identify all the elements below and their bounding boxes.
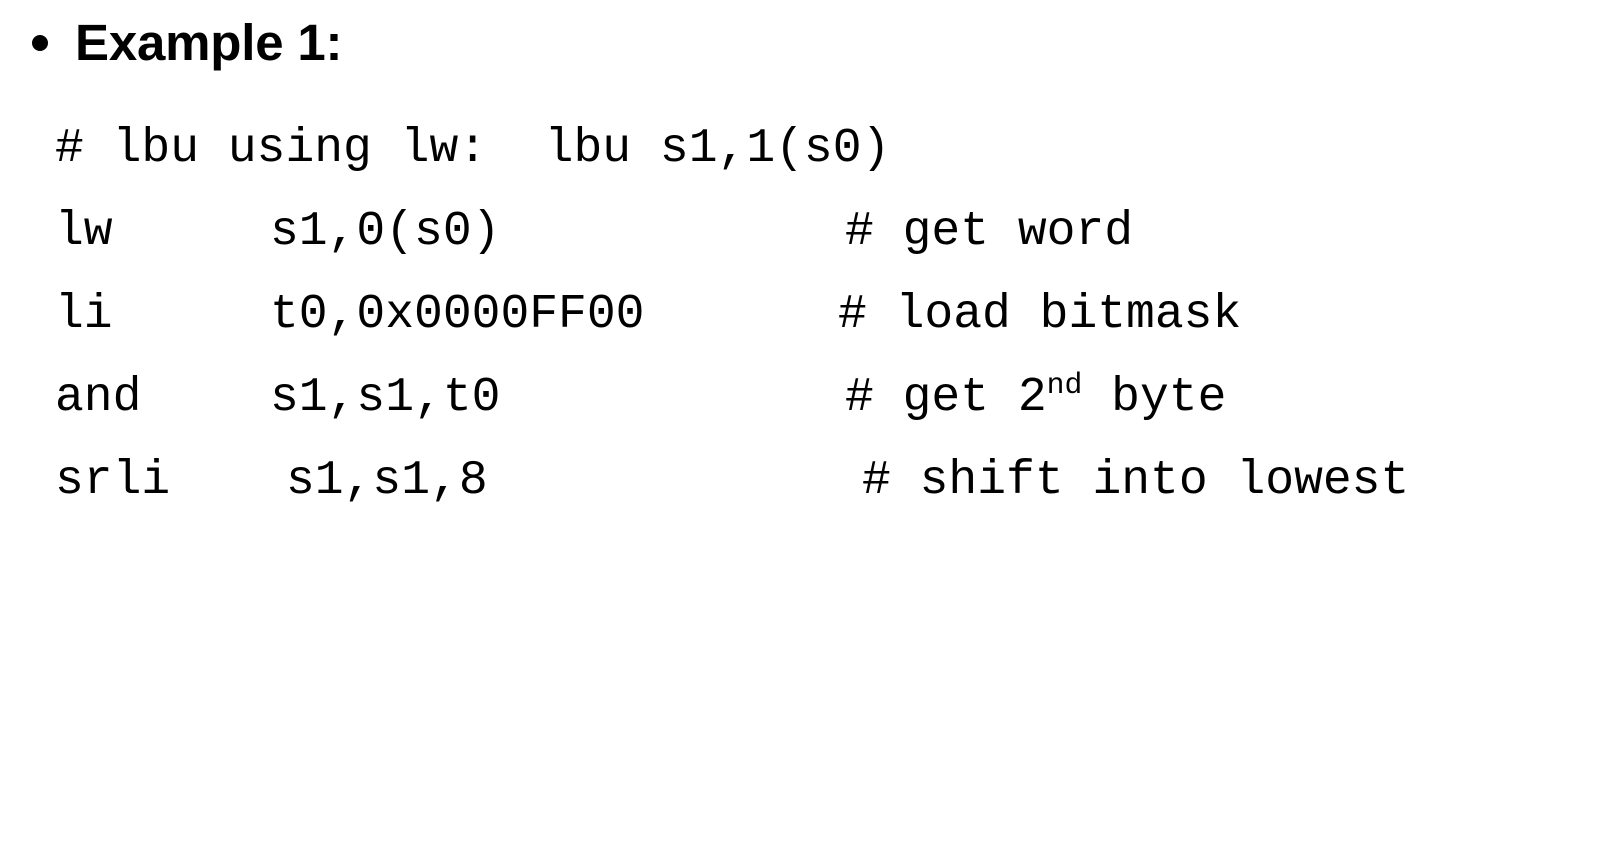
bullet-heading: Example 1: xyxy=(0,14,342,86)
code-line-li: li t0,0x0000FF00 # load bitmask xyxy=(0,274,1618,357)
code-comment-header: # lbu using lw: lbu s1,1(s0) xyxy=(55,122,891,176)
code-comment-and-suffix: byte xyxy=(1082,371,1227,425)
bullet-point-icon xyxy=(32,35,48,51)
code-line-lw: lw s1,0(s0) # get word xyxy=(0,191,1618,274)
code-operands-srli: s1,s1,8 xyxy=(286,454,488,508)
code-comment-and-prefix: # get 2 xyxy=(845,371,1047,425)
code-line-srli: srli s1,s1,8 # shift into lowest xyxy=(0,440,1618,523)
code-line-and: and s1,s1,t0 # get 2nd byte xyxy=(0,357,1618,440)
code-mnemonic-li: li xyxy=(55,288,113,342)
slide-canvas: Example 1: # lbu using lw: lbu s1,1(s0) … xyxy=(0,14,1618,523)
code-comment-and: # get 2nd byte xyxy=(845,357,1226,440)
code-comment-li: # load bitmask xyxy=(838,288,1242,342)
code-listing: # lbu using lw: lbu s1,1(s0) lw s1,0(s0)… xyxy=(0,108,1618,523)
page-title: Example 1: xyxy=(75,14,343,71)
code-comment-and-ordinal-suffix: nd xyxy=(1046,368,1083,402)
code-mnemonic-and: and xyxy=(55,371,142,425)
code-operands-li: t0,0x0000FF00 xyxy=(270,288,645,342)
code-mnemonic-lw: lw xyxy=(55,205,113,259)
code-line-comment-header: # lbu using lw: lbu s1,1(s0) xyxy=(0,108,1618,191)
code-operands-lw: s1,0(s0) xyxy=(270,205,501,259)
code-operands-and: s1,s1,t0 xyxy=(270,371,501,425)
code-comment-lw: # get word xyxy=(845,205,1134,259)
code-comment-srli: # shift into lowest xyxy=(862,454,1410,508)
code-mnemonic-srli: srli xyxy=(55,454,171,508)
